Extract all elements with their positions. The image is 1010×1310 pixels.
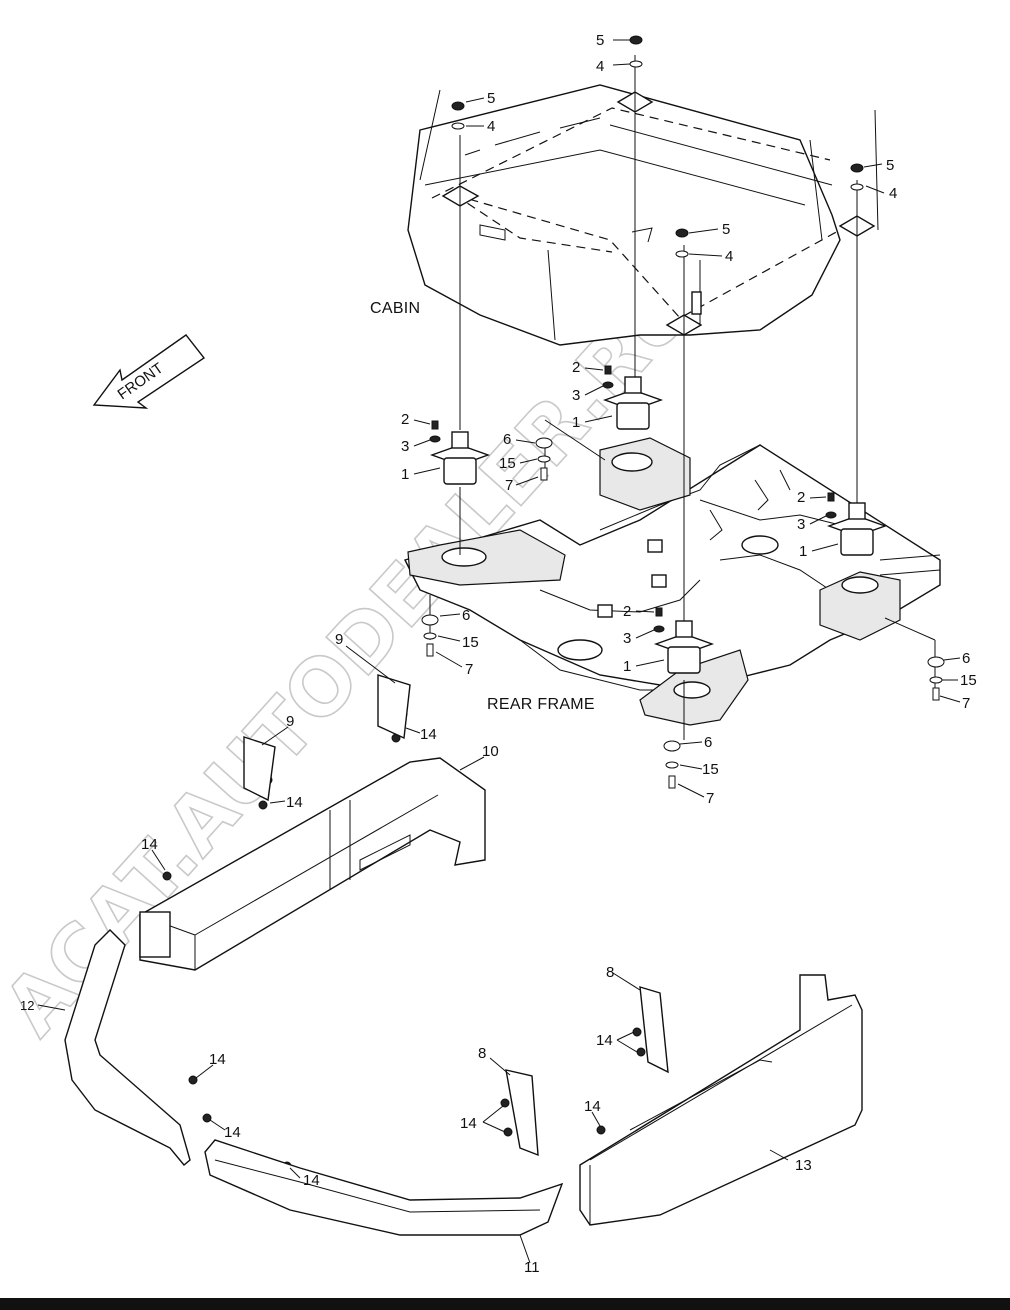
callout-14: 14	[596, 1032, 613, 1049]
callout-7: 7	[706, 790, 714, 807]
callout-5: 5	[487, 90, 495, 107]
hardware-fasteners	[162, 35, 945, 1171]
cover-13	[579, 974, 863, 1226]
callout-1: 1	[623, 658, 631, 675]
rear-frame-label: REAR FRAME	[487, 696, 595, 713]
cabin-mount	[602, 376, 664, 430]
callout-14: 14	[303, 1172, 320, 1189]
bracket-9-right	[377, 674, 411, 740]
callout-14: 14	[584, 1098, 601, 1115]
callout-5: 5	[886, 157, 894, 174]
callout-2: 2	[401, 411, 409, 428]
callout-2: 2	[623, 603, 631, 620]
callout-6: 6	[962, 650, 970, 667]
callout-9: 9	[286, 713, 294, 730]
callout-7: 7	[465, 661, 473, 678]
callout-13: 13	[795, 1157, 812, 1174]
front-arrow: FRONT	[92, 334, 206, 409]
callout-15: 15	[499, 455, 516, 472]
callout-14: 14	[141, 836, 158, 853]
callout-4: 4	[725, 248, 733, 265]
side-guard-10	[139, 757, 486, 971]
callout-4: 4	[596, 58, 604, 75]
callout-1: 1	[401, 466, 409, 483]
bottom-border-bar	[0, 1298, 1010, 1310]
cabin-mount	[826, 502, 888, 556]
callout-14: 14	[224, 1124, 241, 1141]
callout-6: 6	[462, 607, 470, 624]
callout-10: 10	[482, 743, 499, 760]
callout-11: 11	[524, 1259, 540, 1276]
callout-3: 3	[401, 438, 409, 455]
callout-14: 14	[209, 1051, 226, 1068]
rear-frame-assembly	[404, 437, 941, 726]
callout-4: 4	[889, 185, 897, 202]
callout-8: 8	[478, 1045, 486, 1062]
callout-15: 15	[462, 634, 479, 651]
callout-1: 1	[572, 414, 580, 431]
callout-5: 5	[596, 32, 604, 49]
callout-6: 6	[704, 734, 712, 751]
cabin-mount	[653, 620, 715, 674]
callout-6: 6	[503, 431, 511, 448]
callout-12: 12	[20, 998, 34, 1013]
callout-2: 2	[572, 359, 580, 376]
bracket-8-front	[505, 1069, 539, 1157]
cabin-label: CABIN	[370, 300, 420, 317]
callout-14: 14	[420, 726, 437, 743]
callout-4: 4	[487, 118, 495, 135]
callout-9: 9	[335, 631, 343, 648]
leader-lines	[37, 39, 961, 1264]
callout-7: 7	[505, 477, 513, 494]
callout-2: 2	[797, 489, 805, 506]
callout-8: 8	[606, 964, 614, 981]
callout-1: 1	[799, 543, 807, 560]
callout-14: 14	[286, 794, 303, 811]
callout-3: 3	[797, 516, 805, 533]
callout-3: 3	[572, 387, 580, 404]
callout-15: 15	[702, 761, 719, 778]
bracket-8-rear	[639, 986, 669, 1074]
cabin-mount	[429, 431, 491, 485]
cover-12	[64, 929, 191, 1166]
callout-15: 15	[960, 672, 977, 689]
callout-3: 3	[623, 630, 631, 647]
cabin-assembly	[407, 84, 879, 346]
callout-14: 14	[460, 1115, 477, 1132]
guard-11	[204, 1139, 564, 1236]
callout-7: 7	[962, 695, 970, 712]
callout-5: 5	[722, 221, 730, 238]
callout-labels: 5 4 5 4 5 4 5 4 2 3 1 2 3 1 2 3 1 2 3 1 …	[20, 32, 977, 1276]
